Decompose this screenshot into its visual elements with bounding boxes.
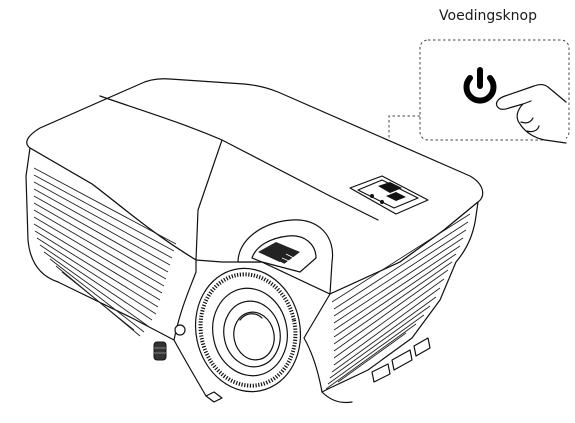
left-vent-grille — [33, 167, 177, 337]
power-button-label: Voedingsknop — [439, 8, 537, 24]
projector-body — [25, 78, 484, 404]
right-vent-grille — [325, 213, 471, 390]
side-ports — [371, 337, 431, 383]
pressing-hand-icon — [495, 84, 567, 144]
power-icon — [463, 67, 497, 104]
callout-leader-line — [388, 115, 420, 188]
zoom-focus-hood — [237, 219, 334, 295]
lens — [194, 267, 302, 393]
callout-box — [388, 39, 570, 188]
adjustable-foot — [153, 341, 167, 361]
rear-foot — [205, 391, 223, 403]
ir-sensor — [174, 324, 186, 336]
control-panel — [349, 175, 429, 215]
